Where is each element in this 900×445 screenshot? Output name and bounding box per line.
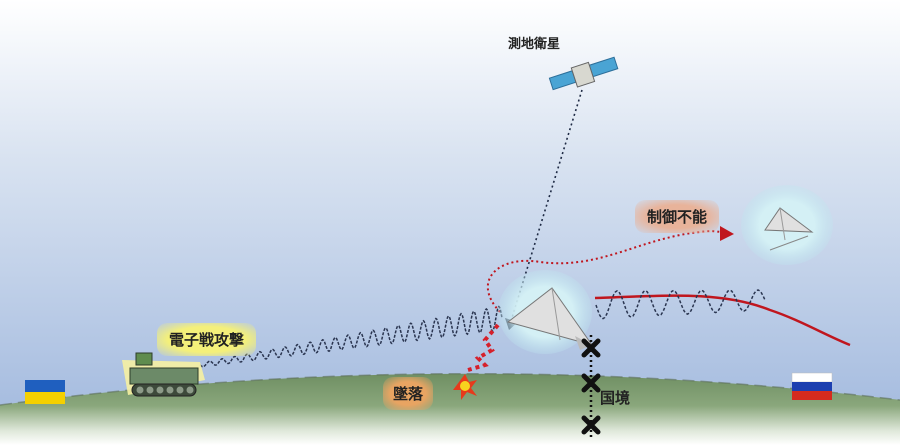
satellite-label: 測地衛星: [508, 37, 561, 52]
drone-lost-icon: [764, 207, 814, 251]
loss-of-control-arrow-icon: [720, 226, 734, 241]
loss-of-control-label: 制御不能: [635, 200, 720, 233]
crash-path: [467, 323, 500, 372]
russia-flag: [791, 372, 833, 400]
crash-label: 墜落: [383, 377, 434, 410]
border-label: 国境: [600, 389, 631, 407]
jamming-wave: [199, 305, 503, 368]
satellite-icon: [548, 56, 619, 91]
jamming-wave-continued: [595, 289, 766, 320]
planned-route: [594, 294, 851, 347]
electronic-attack-label: 電子戦攻撃: [157, 323, 257, 356]
explosion-icon: [453, 374, 477, 400]
ew-vehicle-icon: [122, 352, 205, 397]
ground: [0, 373, 900, 445]
border-cross-icons: [581, 338, 601, 435]
ukraine-flag: [25, 380, 65, 404]
